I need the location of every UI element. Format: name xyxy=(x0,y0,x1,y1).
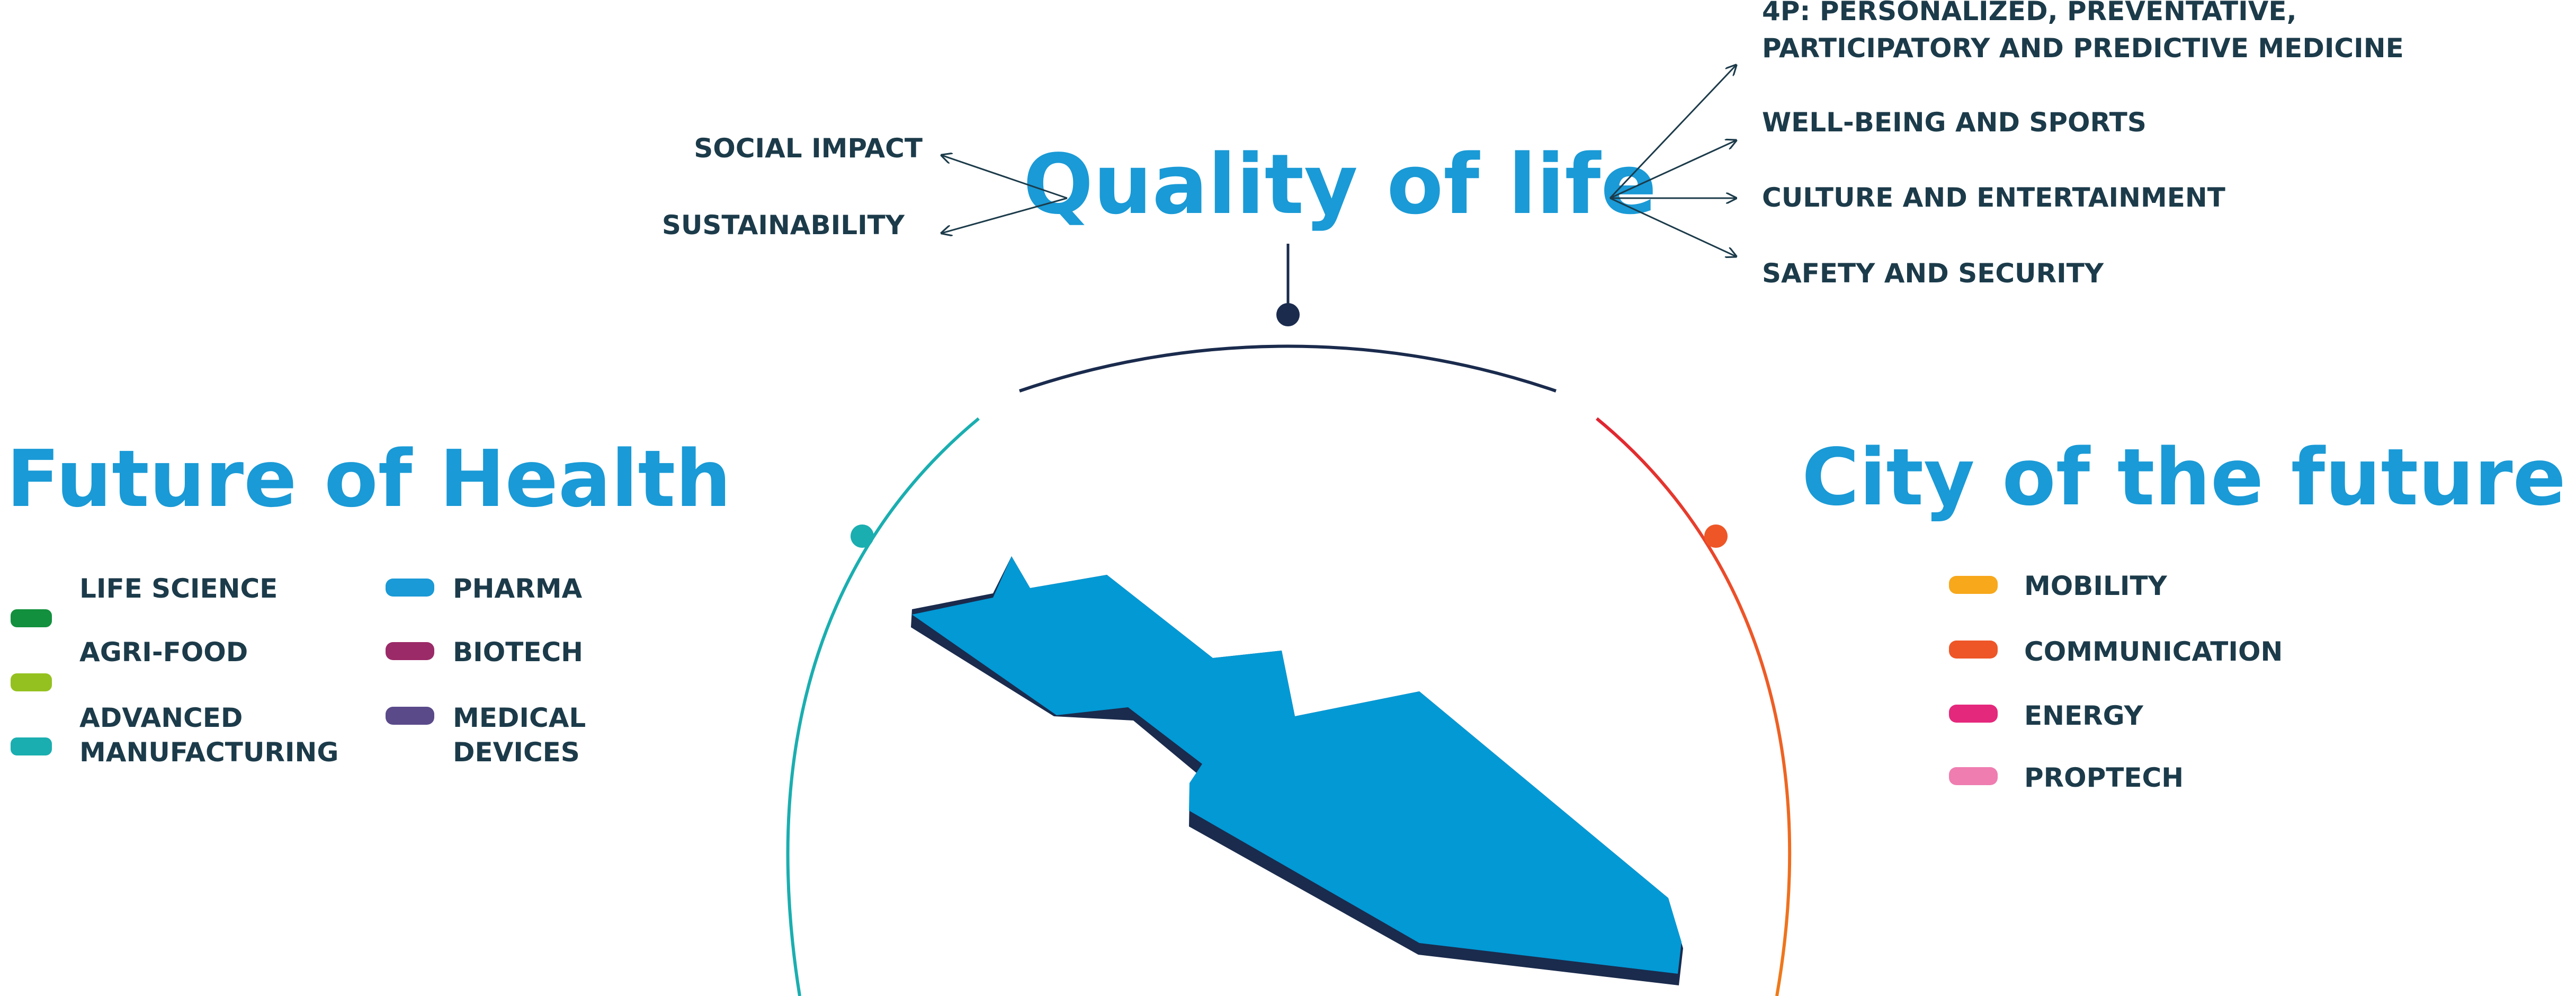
city-of-the-future-title: City of the future xyxy=(1802,432,2566,523)
arrow-well-being xyxy=(1609,140,1736,199)
pharma-label: PHARMA xyxy=(453,573,582,604)
quality-node-dot xyxy=(1276,303,1300,326)
culture-label: CULTURE AND ENTERTAINMENT xyxy=(1762,182,2225,213)
city-of-the-future-section: City of the future MOBILITY COMMUNICATIO… xyxy=(1802,432,2566,793)
medical-devices-label-line1: MEDICAL xyxy=(453,702,586,733)
arrow-social-impact xyxy=(942,155,1068,199)
future-of-health-section: Future of Health LIFE SCIENCE AGRI-FOOD … xyxy=(6,433,731,768)
left-arc xyxy=(786,417,980,996)
sustainability-label: SUSTAINABILITY xyxy=(662,210,905,241)
quality-left-items: SOCIAL IMPACT SUSTAINABILITY xyxy=(662,133,923,241)
quality-left-arrows xyxy=(942,155,1068,233)
proptech-label: PROPTECH xyxy=(2024,762,2184,793)
biotech-label: BIOTECH xyxy=(453,637,583,668)
social-impact-label: SOCIAL IMPACT xyxy=(694,133,923,164)
agri-food-swatch xyxy=(11,673,52,691)
advanced-manufacturing-label-line2: MANUFACTURING xyxy=(79,737,338,768)
right-arc xyxy=(1596,417,1792,996)
life-science-swatch xyxy=(11,609,52,627)
communication-label: COMMUNICATION xyxy=(2024,636,2283,667)
medical-devices-swatch xyxy=(386,707,434,725)
biotech-swatch xyxy=(386,642,434,660)
safety-label: SAFETY AND SECURITY xyxy=(1762,258,2104,289)
quality-of-life-title: Quality of life xyxy=(1023,136,1657,233)
territory-map-shape xyxy=(912,556,1681,974)
advanced-manufacturing-label-line1: ADVANCED xyxy=(79,702,243,733)
energy-swatch xyxy=(1949,705,1998,723)
health-column-1: LIFE SCIENCE AGRI-FOOD ADVANCED MANUFACT… xyxy=(11,573,338,768)
top-arc xyxy=(1019,344,1557,393)
city-node-dot xyxy=(1704,524,1728,548)
life-science-label: LIFE SCIENCE xyxy=(79,573,278,604)
arrow-safety xyxy=(1609,197,1736,256)
arrow-4p-medicine xyxy=(1609,65,1736,199)
mobility-label: MOBILITY xyxy=(2024,571,2168,601)
4p-medicine-label-line1: 4P: PERSONALIZED, PREVENTATIVE, xyxy=(1762,0,2297,26)
communication-swatch xyxy=(1949,641,1998,659)
future-of-health-title: Future of Health xyxy=(6,433,731,524)
mobility-swatch xyxy=(1949,576,1998,594)
4p-medicine-label-line2: PARTICIPATORY AND PREDICTIVE MEDICINE xyxy=(1762,33,2404,64)
quality-of-life-section: Quality of life SOCIAL IMPACT SUSTAINABI… xyxy=(662,0,2404,313)
health-column-2: PHARMA BIOTECH MEDICAL DEVICES xyxy=(386,573,586,768)
agri-food-label: AGRI-FOOD xyxy=(79,637,248,668)
quality-right-items: 4P: PERSONALIZED, PREVENTATIVE, PARTICIP… xyxy=(1762,0,2404,289)
territory-map xyxy=(911,556,1683,985)
health-node-dot xyxy=(851,524,874,548)
proptech-swatch xyxy=(1949,767,1998,785)
pharma-swatch xyxy=(386,579,434,597)
advanced-manufacturing-swatch xyxy=(11,737,52,755)
quality-right-arrows xyxy=(1609,65,1736,256)
arrow-sustainability xyxy=(942,197,1068,233)
compass-arcs xyxy=(786,344,1792,996)
energy-label: ENERGY xyxy=(2024,700,2144,731)
well-being-label: WELL-BEING AND SPORTS xyxy=(1762,107,2146,138)
medical-devices-label-line2: DEVICES xyxy=(453,737,580,768)
